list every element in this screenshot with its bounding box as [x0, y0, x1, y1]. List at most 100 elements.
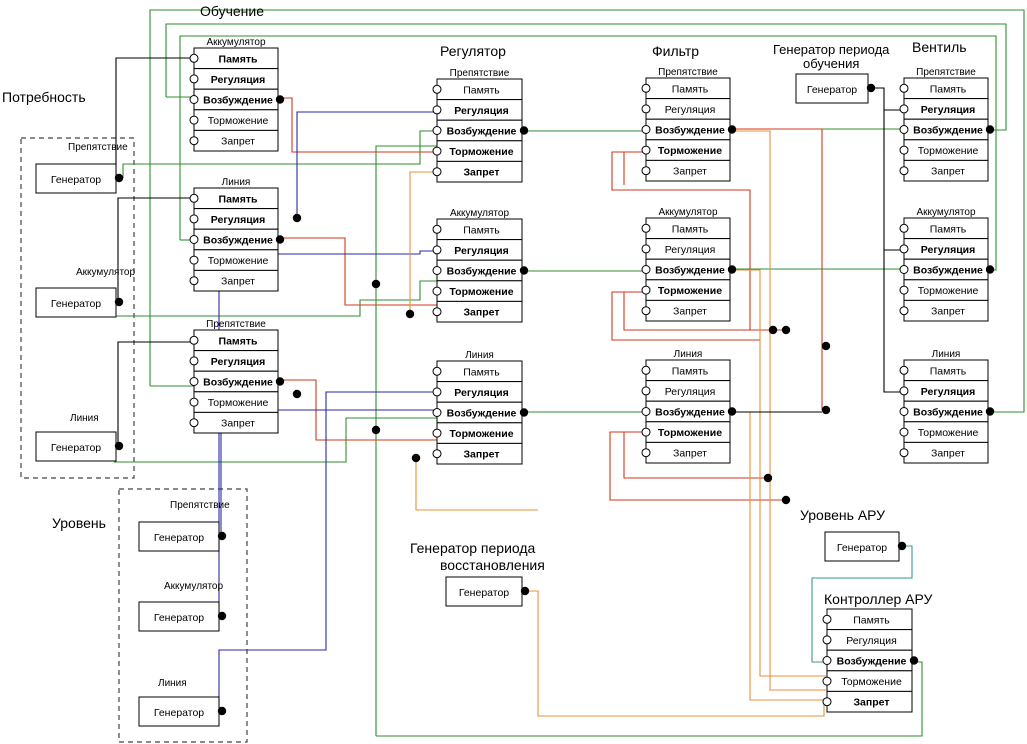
node-row-label: Запрет: [463, 307, 499, 319]
node-row-label: Регуляция: [921, 386, 976, 398]
junction-dot: [292, 213, 302, 223]
output-port: [727, 125, 737, 134]
level2-blue-wire: [218, 250, 437, 617]
node-row-label: Память: [672, 365, 709, 377]
node-block-title: Линия: [932, 349, 961, 360]
input-port: [189, 255, 199, 265]
node-block-title: Препятствие: [916, 67, 976, 78]
input-port: [822, 656, 832, 665]
node-row-label: Торможение: [208, 115, 269, 127]
recovery-wire-reg1: [409, 171, 437, 314]
node-row-label: Память: [463, 84, 500, 96]
node-block-need-line: ЛинияПамятьРегуляцияВозбуждениеТорможени…: [189, 177, 279, 292]
need-obst-to-reg-wire: [122, 130, 437, 178]
filter3-red-loop: [609, 431, 786, 501]
generator-output-port: [866, 83, 876, 93]
node-row-label: Память: [219, 193, 258, 205]
output-port: [985, 125, 995, 134]
node-row-label: Регуляция: [665, 244, 716, 256]
input-port: [432, 266, 442, 275]
generator-label: Генератор: [154, 612, 204, 624]
node-block-title: Линия: [465, 350, 494, 361]
label-regulator: Регулятор: [440, 43, 506, 59]
node-block-need-obstacle-2: ПрепятствиеПамятьРегуляцияВозбуждениеТор…: [189, 319, 279, 434]
input-port: [822, 697, 832, 707]
generator-box: [35, 163, 117, 194]
input-port: [189, 136, 199, 146]
node-row-label: Возбуждение: [655, 407, 725, 419]
input-port: [641, 145, 651, 155]
input-port: [432, 449, 442, 459]
input-port: [899, 83, 909, 93]
need-gen3-black: [117, 341, 194, 446]
generator-box: [35, 287, 117, 318]
input-port: [641, 407, 651, 416]
input-port: [822, 676, 832, 686]
input-port: [432, 105, 442, 115]
node-block-reg-accum: АккумуляторПамятьРегуляцияВозбуждениеТор…: [432, 208, 523, 323]
generator-caption: Препятствие: [68, 142, 128, 153]
generator-box: [795, 73, 869, 104]
input-port: [899, 244, 909, 254]
input-port: [189, 418, 199, 428]
generator-caption: Линия: [70, 413, 99, 424]
input-port: [641, 223, 651, 233]
node-row-label: Торможение: [449, 286, 513, 298]
input-port: [189, 115, 199, 125]
training-wire-valve-accum: [179, 35, 997, 271]
node-row-label: Запрет: [931, 448, 965, 460]
node-block-title: Аккумулятор: [916, 207, 975, 218]
junction-dot: [781, 325, 791, 335]
level-group-frame: [118, 488, 248, 743]
generator-label: Генератор: [51, 174, 101, 186]
input-port: [432, 408, 442, 417]
node-row-label: Память: [853, 614, 890, 626]
node-row-label: Память: [930, 83, 967, 95]
input-port: [641, 83, 651, 93]
generator-block-gen-aru-level: Генератор: [824, 531, 900, 562]
node-block-title: Аккумулятор: [206, 37, 265, 48]
node-row-label: Торможение: [208, 397, 269, 409]
node-row-label: Регуляция: [454, 245, 509, 257]
input-port: [189, 193, 199, 203]
generator-output-port: [520, 586, 530, 596]
generator-box: [35, 431, 117, 462]
junction-dot: [371, 425, 381, 435]
node-row-label: Возбуждение: [447, 408, 517, 420]
label-aru-level: Уровень АРУ: [800, 507, 885, 523]
recovery-wire-reg3: [415, 458, 538, 511]
node-row-label: Запрет: [221, 136, 255, 148]
training-period-black: [869, 87, 904, 393]
junction-dot: [292, 389, 302, 399]
generator-caption: Аккумулятор: [164, 581, 223, 592]
generator-output-port: [217, 611, 227, 621]
output-port: [519, 266, 529, 275]
training-wire-valve-obstacle: [165, 23, 1007, 131]
input-port: [899, 306, 909, 316]
recovery-wire-main: [522, 590, 825, 717]
input-port: [899, 104, 909, 114]
node-block-vlv-line: ЛинияПамятьРегуляцияВозбуждениеТорможени…: [899, 349, 989, 464]
input-port: [432, 366, 442, 376]
input-port: [899, 427, 909, 437]
input-port: [822, 635, 832, 645]
node-row-label: Торможение: [208, 255, 269, 267]
junction-dot: [405, 309, 415, 319]
input-port: [641, 166, 651, 176]
node-row-label: Регуляция: [211, 74, 266, 86]
node-row-label: Возбуждение: [203, 95, 273, 107]
node-block-title: Препятствие: [450, 68, 510, 79]
need-group-frame: [20, 137, 135, 479]
node-row-label: Торможение: [449, 146, 513, 158]
node-row-label: Торможение: [658, 145, 722, 157]
filter1-red-out: [730, 128, 823, 410]
recovery-wire-filter: [730, 130, 826, 691]
need2-red-wire: [278, 237, 437, 306]
